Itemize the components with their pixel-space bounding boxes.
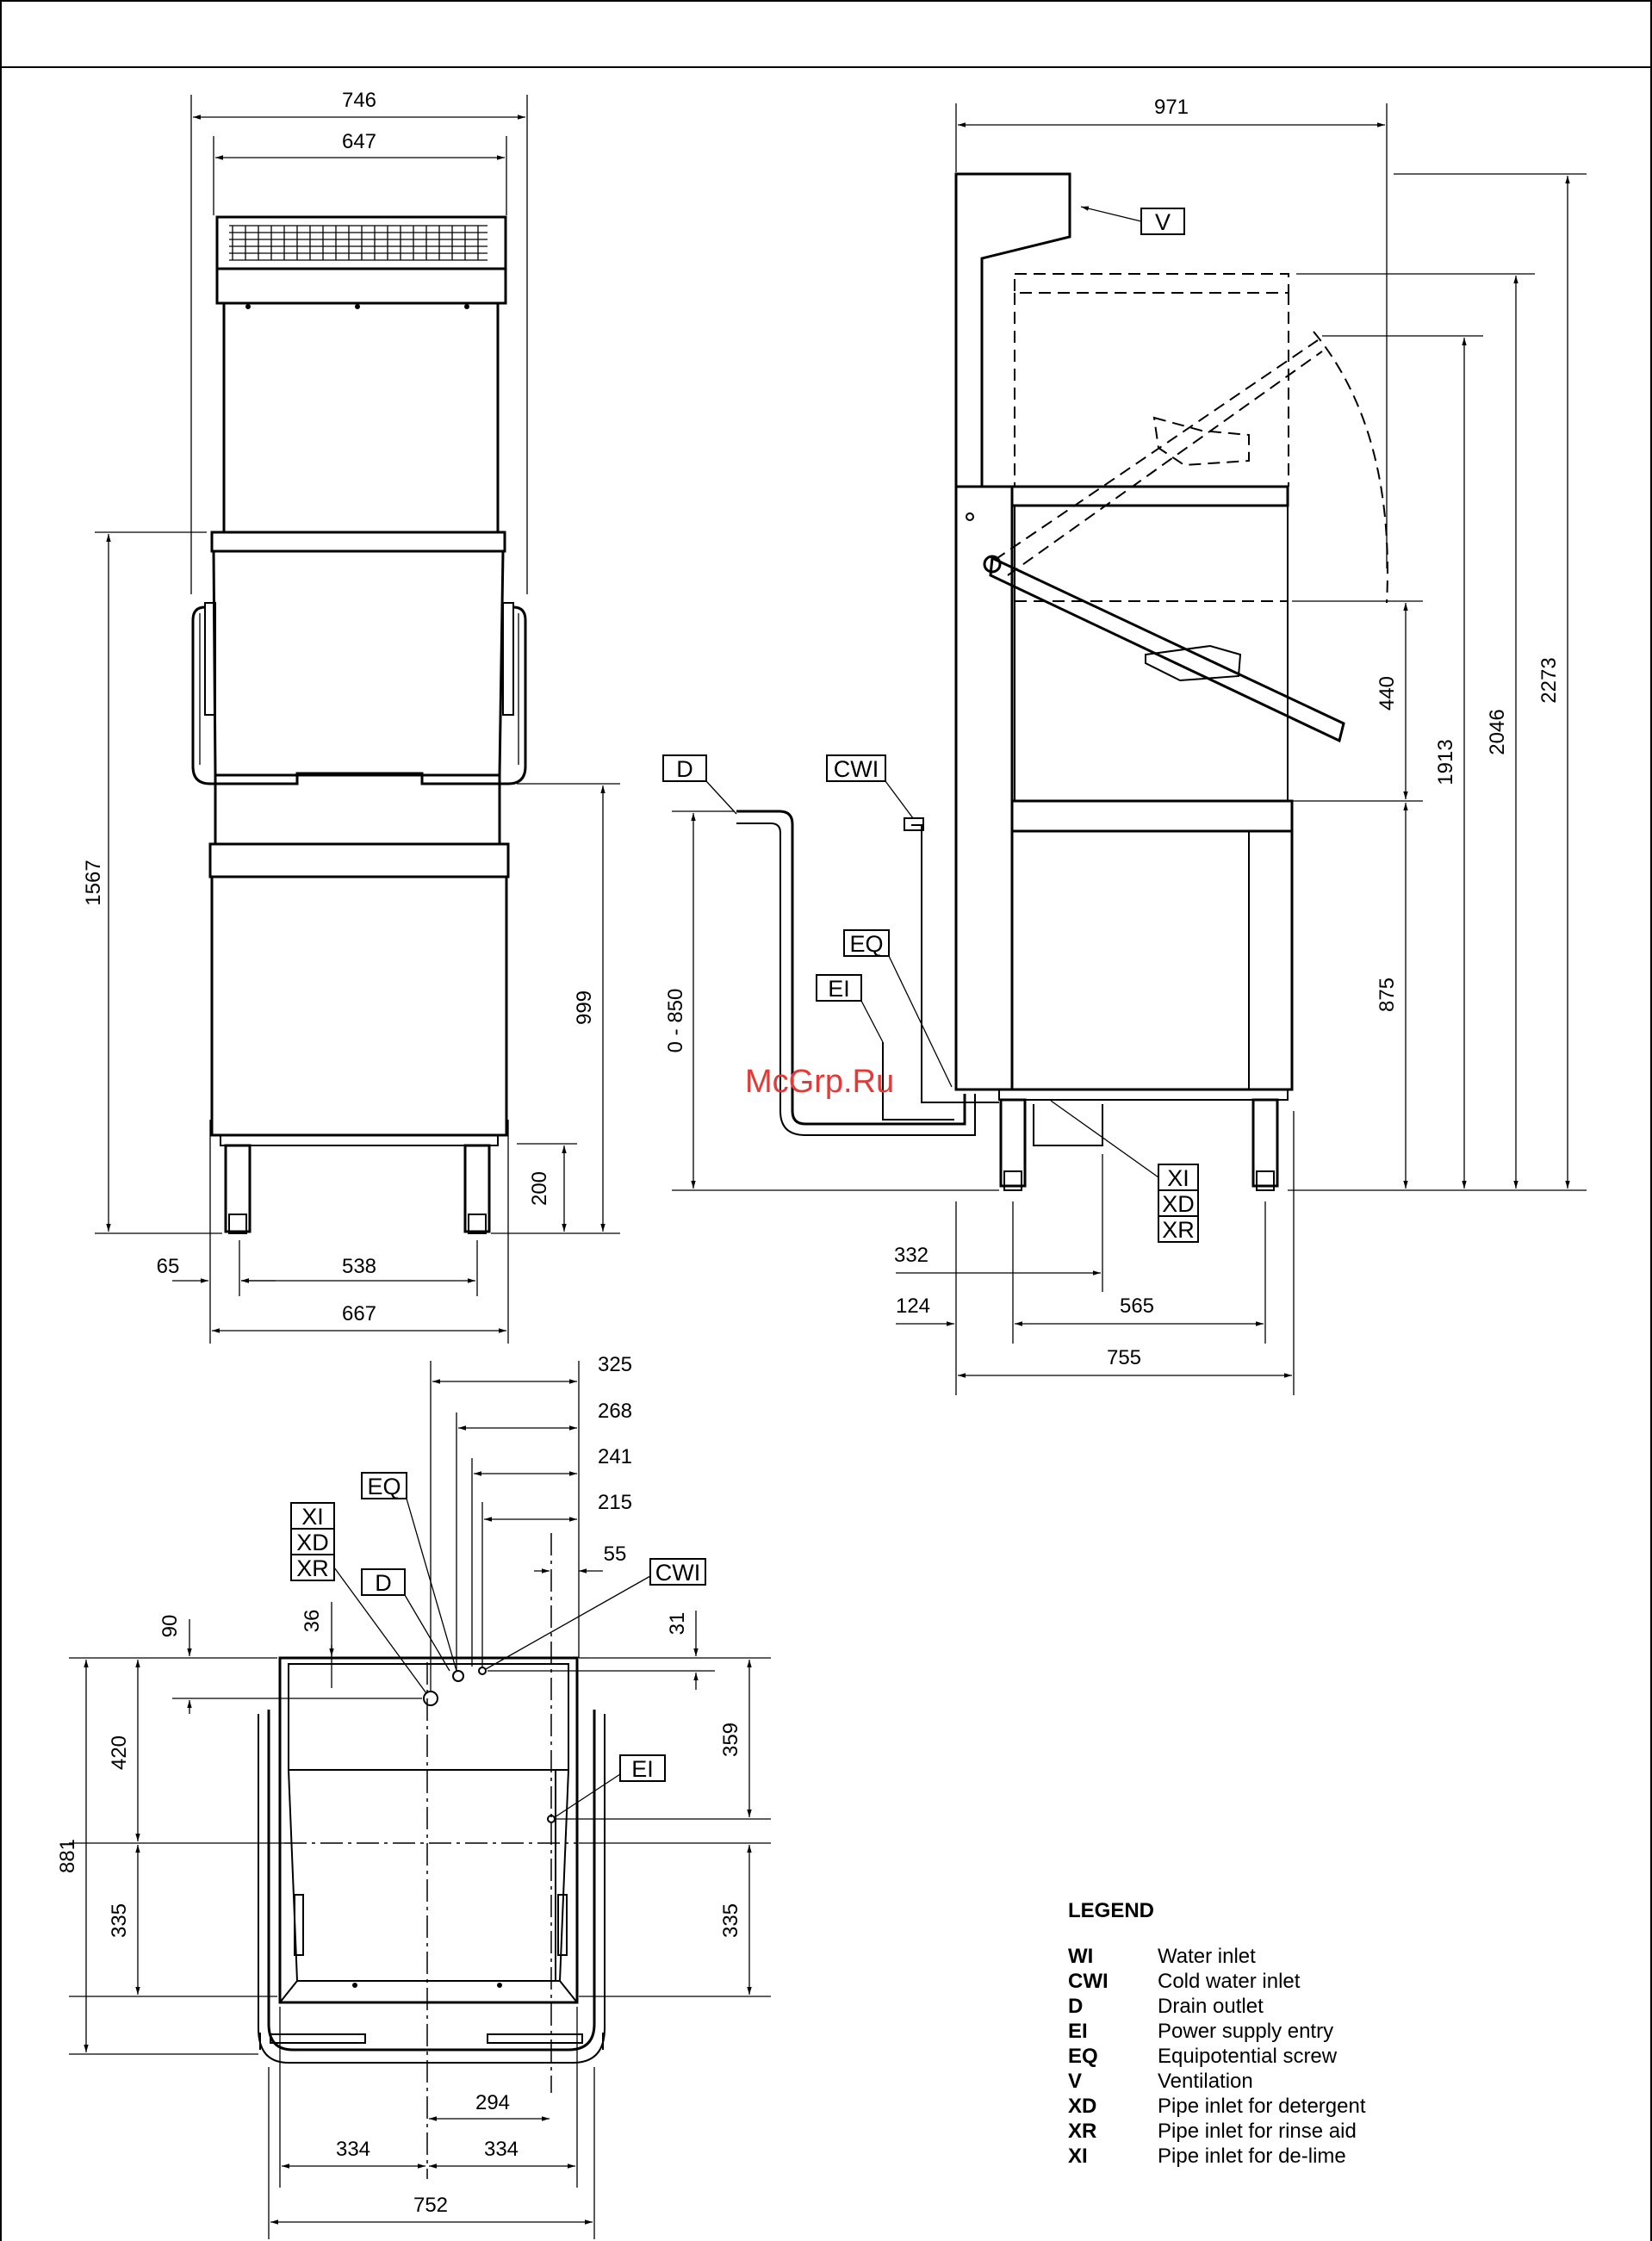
- legend-row: XI Pipe inlet for de-lime: [1068, 2144, 1366, 2169]
- legend-label: Ventilation: [1158, 2070, 1253, 2093]
- side-tag-d: D: [676, 756, 693, 782]
- top-dim-215: 215: [598, 1491, 632, 1514]
- legend-code: XD: [1068, 2095, 1097, 2118]
- legend-label: Equipotential screw: [1158, 2045, 1338, 2068]
- front-dim-647: 647: [342, 130, 376, 153]
- front-dim-667: 667: [342, 1302, 376, 1325]
- legend-row: XD Pipe inlet for detergent: [1068, 2094, 1366, 2119]
- top-dim-294: 294: [475, 2091, 510, 2114]
- top-tag-xi: XI: [301, 1504, 324, 1530]
- top-tag-xr: XR: [296, 1555, 329, 1581]
- legend-row: D Drain outlet: [1068, 1994, 1366, 2019]
- legend-label: Pipe inlet for detergent: [1158, 2095, 1366, 2118]
- legend-row: XR Pipe inlet for rinse aid: [1068, 2119, 1366, 2144]
- legend-row: V Ventilation: [1068, 2069, 1366, 2094]
- legend-label: Pipe inlet for de-lime: [1158, 2145, 1346, 2168]
- legend-title: LEGEND: [1068, 1899, 1155, 1922]
- top-dim-359: 359: [719, 1723, 742, 1757]
- legend-row: EI Power supply entry: [1068, 2019, 1366, 2044]
- side-dim-2046: 2046: [1486, 709, 1509, 754]
- side-dim-2273: 2273: [1537, 657, 1561, 703]
- side-dim-1913: 1913: [1434, 739, 1457, 785]
- side-dim-971: 971: [1154, 96, 1189, 119]
- top-dim-752: 752: [413, 2194, 448, 2217]
- legend-row: WI Water inlet: [1068, 1944, 1366, 1969]
- side-tag-xr: XR: [1162, 1217, 1195, 1243]
- legend-code: V: [1068, 2070, 1083, 2093]
- legend: LEGEND WI Water inlet CWI Cold water inlet…: [1068, 1899, 1366, 2169]
- legend-code: XI: [1068, 2145, 1088, 2168]
- side-dim-875: 875: [1376, 978, 1399, 1012]
- top-dim-36: 36: [301, 1610, 324, 1633]
- top-dim-334-left: 334: [336, 2138, 370, 2161]
- top-dim-55: 55: [604, 1543, 627, 1566]
- side-tag-xd: XD: [1162, 1191, 1195, 1217]
- front-dim-746: 746: [342, 89, 376, 112]
- legend-code: D: [1068, 1995, 1084, 2018]
- side-dim-0-850: 0 - 850: [664, 989, 687, 1053]
- top-dim-268: 268: [598, 1400, 632, 1423]
- top-tag-xd: XD: [296, 1530, 329, 1555]
- front-view: 746 647 1567 999 200 65 538 667: [82, 89, 620, 1344]
- top-tag-cwi: CWI: [655, 1560, 700, 1586]
- top-dim-335-left: 335: [108, 1903, 131, 1938]
- watermark-text: McGrp.Ru: [745, 1064, 894, 1100]
- top-dim-325: 325: [598, 1353, 632, 1376]
- side-tag-xi: XI: [1167, 1165, 1189, 1191]
- legend-row: EQ Equipotential screw: [1068, 2044, 1366, 2069]
- legend-code: XR: [1068, 2120, 1097, 2143]
- side-tag-eq: EQ: [849, 931, 883, 957]
- legend-row: CWI Cold water inlet: [1068, 1969, 1366, 1994]
- legend-label: Pipe inlet for rinse aid: [1158, 2120, 1357, 2143]
- front-dim-200: 200: [528, 1171, 551, 1206]
- top-dim-241: 241: [598, 1445, 632, 1468]
- side-dim-565: 565: [1120, 1294, 1154, 1318]
- front-dim-1567: 1567: [82, 860, 105, 905]
- top-tag-d: D: [375, 1570, 392, 1596]
- legend-code: WI: [1068, 1945, 1094, 1968]
- top-dim-335-right: 335: [719, 1903, 742, 1938]
- top-tag-eq: EQ: [367, 1474, 401, 1499]
- front-dim-65: 65: [157, 1255, 180, 1278]
- side-view: 971 2273 2046 1913 440 875 0 - 850: [662, 96, 1587, 1395]
- side-dim-440: 440: [1376, 676, 1399, 711]
- legend-label: Water inlet: [1158, 1945, 1256, 1968]
- side-dim-124: 124: [896, 1294, 930, 1318]
- side-tag-v: V: [1155, 209, 1171, 235]
- side-dim-332: 332: [894, 1244, 928, 1267]
- top-dim-90: 90: [158, 1615, 182, 1638]
- side-tag-cwi: CWI: [834, 756, 879, 782]
- side-dim-755: 755: [1107, 1346, 1141, 1369]
- vent-grille: [229, 225, 488, 261]
- top-dim-31: 31: [666, 1612, 689, 1636]
- legend-label: Cold water inlet: [1158, 1970, 1301, 1993]
- top-dim-420: 420: [108, 1735, 131, 1770]
- legend-code: EI: [1068, 2020, 1088, 2043]
- side-tag-ei: EI: [828, 976, 850, 1002]
- legend-code: EQ: [1068, 2045, 1098, 2068]
- top-tag-ei: EI: [631, 1756, 654, 1782]
- top-view: 325 268 241 215 55 90 36 420 335 881: [56, 1353, 771, 2239]
- legend-label: Power supply entry: [1158, 2020, 1334, 2043]
- top-dim-881: 881: [56, 1839, 79, 1873]
- front-dim-999: 999: [573, 990, 596, 1025]
- legend-label: Drain outlet: [1158, 1995, 1264, 2018]
- legend-code: CWI: [1068, 1970, 1109, 1993]
- front-dim-538: 538: [342, 1255, 376, 1278]
- top-dim-334-right: 334: [484, 2138, 519, 2161]
